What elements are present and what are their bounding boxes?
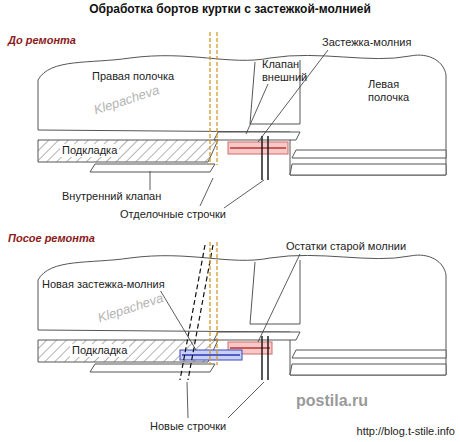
part-label: Застежка-молния — [322, 36, 411, 49]
stitch — [267, 336, 268, 380]
stitch — [261, 336, 262, 380]
part-label: Новая застежка-молния — [40, 278, 167, 291]
jacket-shell — [38, 55, 446, 175]
stitch — [267, 136, 268, 180]
zipper — [228, 142, 288, 154]
part-label: Подкладка — [60, 144, 119, 157]
source-url: http://blog.t-stile.info — [357, 425, 455, 438]
stitch — [261, 136, 262, 180]
left-front-band — [290, 164, 446, 175]
title: Обработка бортов куртки с застежкой-молн… — [0, 3, 460, 17]
finishing-stitch — [216, 242, 217, 365]
part-label: Новые строчки — [150, 420, 226, 433]
left-front-band — [290, 364, 446, 375]
part-label: Внутренний клапан — [60, 190, 163, 203]
part-label: Клапан внешний — [262, 58, 310, 83]
finishing-stitch — [209, 242, 210, 365]
new-stitch — [188, 245, 213, 380]
finishing-stitch — [216, 32, 217, 165]
inner-flap — [90, 164, 215, 172]
new-stitch — [180, 245, 205, 380]
left-front-band — [292, 350, 446, 358]
left-front-band — [292, 150, 446, 158]
inner-flap — [90, 364, 215, 372]
zipper-teeth — [182, 354, 240, 356]
part-label: Правая полочка — [92, 70, 174, 83]
jacket-shell — [38, 255, 446, 375]
zipper-teeth — [230, 147, 286, 149]
finishing-stitch — [209, 32, 210, 165]
part-label: Подкладка — [70, 344, 129, 357]
new-zipper — [180, 350, 242, 360]
part-label: Остатки старой молнии — [286, 240, 406, 253]
section-heading: До ремонта — [8, 34, 76, 47]
section-heading: Посое ремонта — [8, 232, 95, 245]
zipper-teeth — [230, 347, 270, 349]
part-label: Отделочные строчки — [120, 208, 226, 221]
facing-band — [214, 332, 300, 340]
part-label: Левая полочка — [368, 78, 424, 103]
watermark: postila.ru — [296, 392, 368, 410]
facing-band — [214, 132, 300, 140]
lining — [38, 140, 218, 162]
